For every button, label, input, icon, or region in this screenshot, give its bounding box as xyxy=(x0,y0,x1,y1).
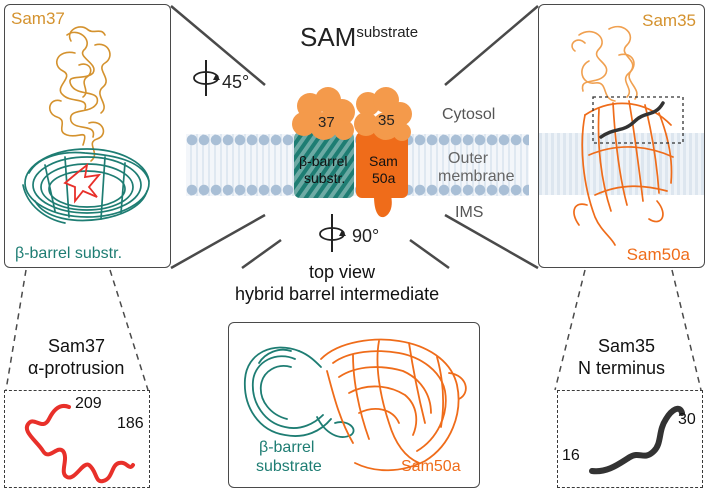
title: SAMsubstrate xyxy=(300,22,418,53)
membrane-label-line1: Outer xyxy=(448,150,489,167)
connector-line xyxy=(241,238,282,270)
sam37-number: 37 xyxy=(318,114,335,131)
schematic-sam50-line2: 50a xyxy=(372,170,396,186)
hybrid-barrel-structure xyxy=(244,338,467,472)
zoom-line xyxy=(5,269,27,391)
caption-hybrid-barrel: hybrid barrel intermediate xyxy=(235,284,440,304)
rotation-45-label: 45° xyxy=(222,72,250,92)
right-panel-sam35-label: Sam35 xyxy=(642,11,696,30)
center-substrate-line2: substrate xyxy=(256,458,322,475)
center-panel: β-barrel substrate Sam50a xyxy=(228,322,480,488)
inset-right-box: 16 30 xyxy=(557,390,703,488)
residue-30-label: 30 xyxy=(678,411,696,428)
zoom-line xyxy=(109,269,149,391)
right-panel-sam50-label: Sam50a xyxy=(626,245,690,264)
left-panel: Sam37 β-barrel substr. xyxy=(4,4,171,268)
rotation-90-label: 90° xyxy=(352,226,380,246)
inset-left-title-line2: α-protrusion xyxy=(28,358,125,378)
center-sam50-label: Sam50a xyxy=(401,458,461,475)
residue-209-label: 209 xyxy=(75,395,102,412)
residue-16-label: 16 xyxy=(562,447,580,464)
connector-line xyxy=(409,238,450,270)
right-panel: Sam35 Sam50a xyxy=(538,4,705,268)
center-substrate-line1: β-barrel xyxy=(259,439,315,456)
left-panel-substrate-label: β-barrel substr. xyxy=(15,245,123,262)
rotate-90-icon xyxy=(319,214,346,252)
connector-line xyxy=(444,213,539,270)
schematic-substrate-line2: substr. xyxy=(304,170,346,186)
inset-left-box: 209 186 xyxy=(4,390,150,488)
n-terminus-structure xyxy=(589,405,685,475)
rotate-45-icon xyxy=(193,60,220,96)
sam35-sam50-structure xyxy=(571,25,684,246)
title-superscript: substrate xyxy=(356,24,419,41)
zoom-line xyxy=(554,269,586,391)
caption-top-view: top view xyxy=(309,262,376,282)
connector-line xyxy=(170,5,266,86)
title-main: SAM xyxy=(300,22,357,52)
substrate-barrel-structure xyxy=(22,148,150,224)
sam-complex-schematic xyxy=(292,87,412,218)
schematic-substrate-line1: β-barrel xyxy=(299,153,348,169)
cytosol-label: Cytosol xyxy=(442,106,496,123)
alpha-protrusion-structure xyxy=(24,404,135,484)
connector-line xyxy=(444,5,539,86)
connector-line xyxy=(170,213,266,270)
inset-right-title-line1: Sam35 xyxy=(598,336,656,356)
residue-186-label: 186 xyxy=(117,415,144,432)
inset-left-title-line1: Sam37 xyxy=(48,336,106,356)
left-panel-sam37-label: Sam37 xyxy=(11,9,65,28)
membrane-label-line2: membrane xyxy=(438,168,515,185)
inset-right-title-line2: N terminus xyxy=(578,358,666,378)
schematic-sam50-line1: Sam xyxy=(369,153,398,169)
sam35-number: 35 xyxy=(378,112,395,129)
zoom-line xyxy=(671,269,702,391)
ims-label: IMS xyxy=(455,204,484,221)
